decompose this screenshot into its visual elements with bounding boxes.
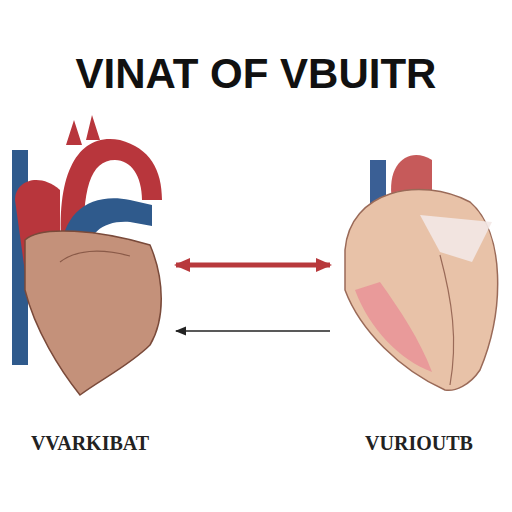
connector-arrow bbox=[176, 330, 330, 332]
heart-caption: VVARKIBAT bbox=[4, 432, 176, 455]
right-heart bbox=[345, 155, 498, 390]
heart-caption: VURIOUTB bbox=[330, 432, 508, 455]
left-heart bbox=[12, 115, 162, 395]
diagram-title: VINAT OF VBUITR bbox=[0, 50, 512, 98]
connector-arrow bbox=[176, 263, 330, 268]
heart-node: VURIOUTB bbox=[330, 125, 508, 455]
heart-node: VVARKIBAT bbox=[4, 125, 176, 455]
